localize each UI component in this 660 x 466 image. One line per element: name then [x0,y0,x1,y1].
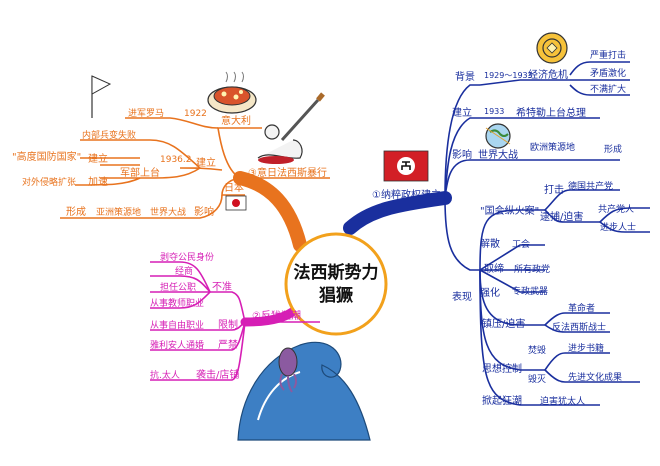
italy-event: 进军罗马 [128,108,164,119]
free-jobs-label: 从事自由职业 [150,319,204,331]
japan-year: 1936.2 [160,155,192,165]
japan-state: "高度国防国家" [12,150,81,163]
suppress-label: 镇压/迫害 [482,317,525,330]
center-title-line2: 猖獗 [319,285,353,306]
crisis-item-3: 不满扩大 [590,83,626,95]
dissolve-label: 解散 [480,237,500,250]
german-communists: 德国共产党 [568,180,613,192]
japan-coup: 军部上台 [120,166,160,179]
strike-label: 打击 [544,183,564,196]
globe-icon [485,123,511,149]
thought-control-label: 思想控制 [482,362,522,375]
reichstag-fire: "国会纵火案" [480,204,539,217]
strengthen-label: 强化 [480,286,500,299]
flag-icon [91,75,112,118]
strict-label: 严禁 [218,339,238,351]
center-node [284,232,388,336]
japan-effect-item-2: 亚洲策源地 [96,206,141,218]
economic-crisis-coin-icon [536,32,568,64]
unions-label: 工会 [512,238,530,250]
teaching-label: 从事教师职业 [150,297,204,309]
dictatorship-label: 专政武器 [512,285,548,297]
italy-label: 意大利 [221,114,251,127]
japan-cause: 内部兵变失败 [82,129,136,141]
jews-label: 迫害犹太人 [540,395,585,407]
japan-effect-label: 影响 [194,205,214,218]
nazi-flag-icon [383,150,429,182]
destroy-label: 毁灭 [528,374,546,385]
not-allowed-label: 不准 [212,281,232,293]
japan-establish-label: 建立 [196,156,216,169]
branch-orange-main [233,171,307,252]
italy-japan-branch-label: ③意日法西斯暴行 [248,166,327,179]
nazi-branch-label: ①纳粹政权建立 [372,188,441,201]
arrest-label: 逮捕/迫害 [540,210,583,223]
crisis-item-1: 严重打击 [590,49,626,61]
japan-state-label: 建立 [88,152,108,165]
culture-label: 先进文化成果 [568,371,622,383]
japan-label: 日本 [224,181,244,194]
effect-label: 影响 [452,148,472,161]
public-office-label: 担任公职 [160,281,196,293]
japan-expansion-label: 加速 [88,176,108,188]
business-label: 经商 [175,265,193,277]
ban-label: 取缔 [484,262,504,275]
italy-year: 1922 [184,109,207,119]
branch-nazi [444,61,650,406]
europe-source-label: 欧洲策源地 [530,141,575,153]
branch-blue-main [343,191,452,235]
formed-label: 形成 [604,143,622,155]
anti-jew-branch-label: ②反犹狂潮 [252,309,301,322]
wave-octopus-icon [237,341,371,441]
japan-flag-icon [225,195,247,211]
loot-label: 袭击/店铺 [196,368,239,381]
jews-persecute-label: 掀起狂潮 [482,394,522,407]
violence-label: 抗.太人 [150,369,180,381]
communists-label: 共产党人 [598,203,634,215]
establish-event: 希特勒上台总理 [516,106,586,119]
branch-anti-jew [150,261,320,381]
japan-effect-item-1: 形成 [66,206,86,218]
marriage-label: 雅利安人通婚 [150,339,204,351]
establish-year: 1933 [484,107,504,116]
background-label: 背景 [455,70,475,83]
restrict-label: 限制 [218,318,238,331]
background-years: 1929～1933 [484,71,533,80]
world-war-label: 世界大战 [478,148,518,161]
establish-label: 建立 [452,106,472,119]
center-title-line1: 法西斯势力 [294,262,379,283]
revolutionaries-label: 革命者 [568,302,595,314]
pizza-icon [207,71,257,114]
economic-crisis: 经济危机 [528,68,568,81]
antifascists-label: 反法西斯战士 [552,321,606,333]
branch-italy-japan [60,117,330,219]
progressives-label: 进步人士 [600,221,636,233]
all-parties-label: 所有政党 [514,263,550,275]
crisis-item-2: 矛盾激化 [590,67,626,79]
progressive-books-label: 进步书籍 [568,342,604,354]
samurai-sword-icon [257,92,325,164]
performance-label: 表现 [452,290,472,303]
deprive-citizenship: 剥夺公民身份 [160,251,214,263]
burn-label: 焚毁 [528,345,546,356]
japan-expansion: 对外侵略扩张 [22,176,76,188]
japan-effect-item-3: 世界大战 [150,206,186,218]
